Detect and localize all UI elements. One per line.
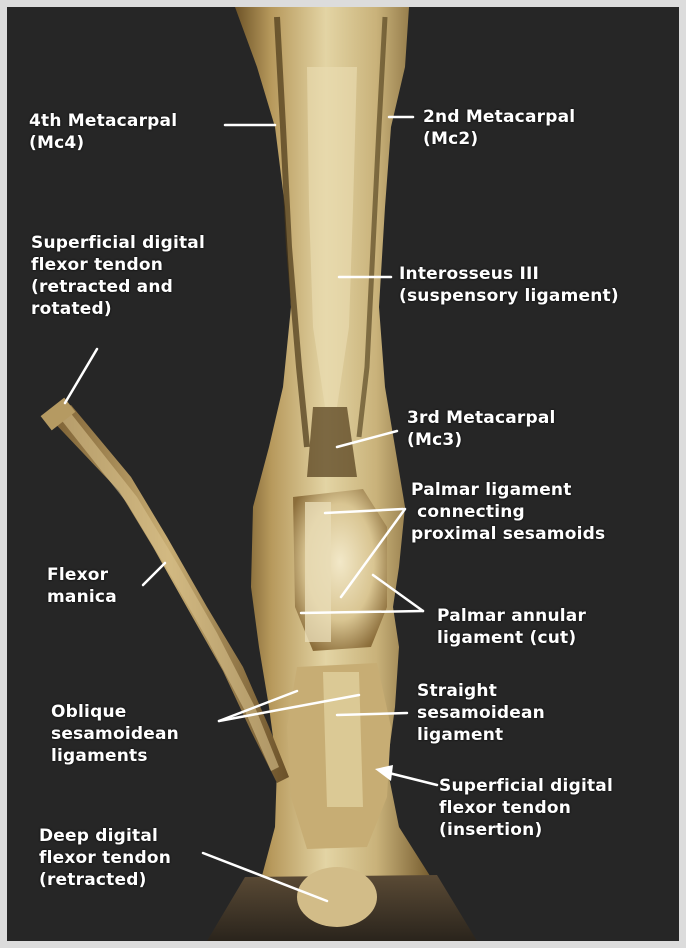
leader-sdft-insertion	[387, 771, 439, 787]
label-deep-digital-flexor-tendon: Deep digital flexor tendon (retracted)	[39, 826, 172, 890]
specimen-photo-panel: 4th Metacarpal (Mc4) 2nd Metacarpal (Mc2…	[7, 7, 679, 941]
leader-palmar-annular-b	[299, 609, 425, 615]
label-flexor-manica: Flexor manica	[47, 565, 117, 607]
leader-straight	[335, 711, 409, 717]
leader-palmar-annular-a	[371, 573, 425, 613]
label-3rd-metacarpal: 3rd Metacarpal (Mc3)	[407, 408, 556, 450]
label-interosseus-iii: Interosseus III (suspensory ligament)	[399, 264, 619, 306]
arrowhead-sdft-insertion	[375, 765, 393, 781]
leader-palmar-ligament-b	[339, 507, 407, 599]
leader-sdft-retracted	[63, 347, 99, 405]
groove-mc2	[356, 16, 388, 438]
leader-oblique-a	[217, 689, 299, 723]
ddft-stump	[297, 867, 377, 927]
leader-mc3	[335, 429, 399, 449]
sdft-tendon-highlight	[59, 411, 279, 771]
palmar-ligament-strip	[305, 502, 331, 642]
label-oblique-sesamoidean-ligaments: Oblique sesamoidean ligaments	[51, 702, 179, 766]
label-superficial-digital-flexor-tendon-insertion: Superficial digital flexor tendon (inser…	[439, 776, 613, 840]
leader-flexor-manica	[141, 561, 167, 587]
label-2nd-metacarpal: 2nd Metacarpal (Mc2)	[423, 107, 576, 149]
leader-lines	[63, 115, 439, 903]
groove-mc4	[274, 16, 310, 448]
label-superficial-digital-flexor-tendon-retracted: Superficial digital flexor tendon (retra…	[31, 233, 205, 319]
label-4th-metacarpal: 4th Metacarpal (Mc4)	[29, 111, 178, 153]
label-straight-sesamoidean-ligament: Straight sesamoidean ligament	[417, 681, 545, 745]
sdft-tendon-cut-end	[40, 397, 76, 431]
leader-ddft	[201, 851, 329, 903]
leader-oblique-b	[217, 693, 361, 723]
straight-sesamoidean-band	[323, 672, 363, 807]
mc3-cleft	[307, 407, 357, 477]
label-palmar-annular-ligament: Palmar annular ligament (cut)	[437, 606, 587, 648]
leader-palmar-ligament-a	[323, 507, 405, 515]
label-palmar-ligament: Palmar ligament connecting proximal sesa…	[411, 480, 606, 544]
suspensory-ligament-highlight	[307, 67, 357, 407]
